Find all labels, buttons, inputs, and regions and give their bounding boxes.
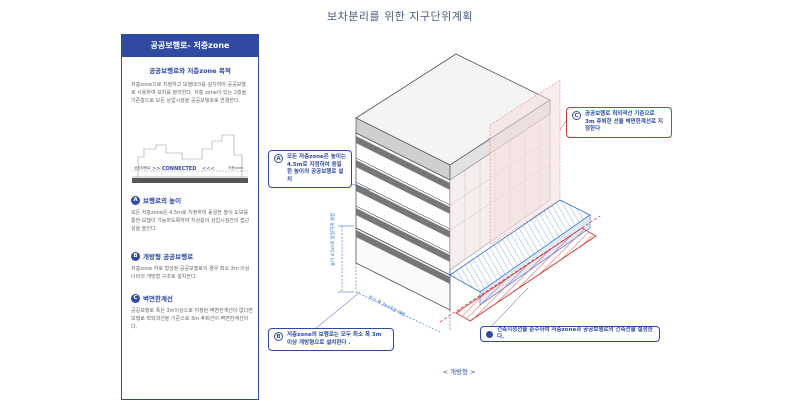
section-c-title: 벽면한계선	[143, 295, 173, 303]
svg-text:<<<: <<<	[202, 166, 215, 172]
info-panel: 공공보행로- 저층zone 공공보행로와 저층zone 목적 저층zone으로 …	[121, 34, 259, 400]
page-title: 보차분리를 위한 지구단위계획	[326, 10, 474, 23]
connected-section-illustration: 공공보행로 CONNECTED 저층zone <<< >>	[132, 134, 248, 183]
height-dimension-label: 높이 4.5m로 동일하게 설정	[329, 213, 336, 266]
callout-c: C 공공보행로 최외곽선 기준으로 3m 후퇴한 선을 벽면한계선로 지정한다	[566, 107, 672, 138]
section-a-title: 보행로의 높이	[143, 197, 182, 205]
panel-header: 공공보행로- 저층zone	[122, 35, 258, 57]
callout-c-badge: C	[572, 111, 581, 120]
building-isometric-diagram: 높이 4.5m로 동일하게 설정 최소 폭 3m이상 개방	[309, 53, 601, 334]
badge-b: B	[131, 251, 140, 261]
callout-a: A 모든 저층zone은 높이는 4.5m로 지정하여 동일한 높이의 공공보행…	[268, 150, 352, 188]
panel-subtitle: 공공보행로와 저층zone 목적	[149, 67, 231, 75]
callout-c-text: 공공보행로 최외곽선 기준으로 3m 후퇴한 선을 벽면한계선로 지정한다	[585, 111, 663, 132]
callout-b: B 저층zone의 보행로는 모두 최소 폭 3m 이상 개방형으로 설치한다 …	[268, 328, 394, 351]
mini-connected-label: CONNECTED	[162, 166, 196, 172]
section-a-body: 모든 저층zone은 4.5m로 지정하여 동일한 높이 도보를 통한 보행이 …	[131, 210, 250, 232]
section-b-body: 저층zone 하로 형성된 공공보행로의 경우 최소 3m 이상 너비의 개방형…	[131, 266, 250, 280]
callout-a-text: 모든 저층zone은 높이는 4.5m로 지정하여 동일한 높이의 공공보행로 …	[287, 154, 346, 183]
callout-a-badge: A	[274, 154, 283, 163]
callout-d-text: 건축지정선을 준수하여 저층zone과 공공보행로의 건축선을 설정한다.	[497, 326, 653, 341]
callout-b-badge: B	[274, 332, 283, 341]
svg-text:>>: >>	[152, 166, 160, 172]
section-c-body: 공공보행로 폭은 3m이상으로 지정된 벽면한계선이 없다면 보행로 최외곽선을…	[131, 308, 253, 330]
badge-c: C	[131, 293, 140, 303]
callout-d: 건축지정선을 준수하여 저층zone과 공공보행로의 건축선을 설정한다.	[480, 326, 660, 342]
diagram-caption: < 개방형 >	[442, 368, 476, 376]
callout-b-text: 저층zone의 보행로는 모두 최소 폭 3m 이상 개방형으로 설치한다 .	[287, 332, 382, 346]
callout-d-bullet	[486, 331, 493, 338]
section-b-title: 개방형 공공보행로	[143, 253, 194, 261]
panel-intro: 저층zone으로 지정하고 보행데크를 설치하여 공공보행로 사용하여 보차를 …	[131, 82, 247, 104]
width-dimension-label: 최소 폭 3m이상 개방	[367, 294, 406, 319]
mini-left-label: 공공보행로	[134, 165, 151, 170]
badge-a: A	[131, 195, 140, 205]
mini-right-label: 저층zone	[228, 165, 244, 170]
